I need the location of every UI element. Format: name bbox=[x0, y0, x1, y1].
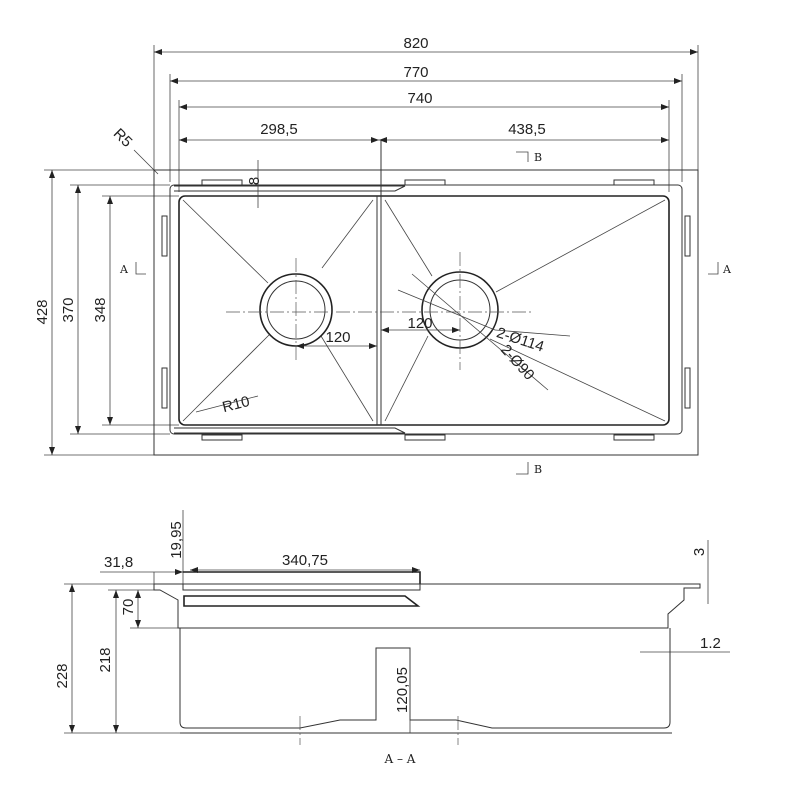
dim-total-height: 228 bbox=[54, 663, 71, 688]
section-top-flange bbox=[153, 583, 701, 629]
dim-divider-height: 120,05 bbox=[394, 667, 411, 713]
section-mark-b-top: B bbox=[534, 151, 542, 164]
section-arrow-b-bottom bbox=[516, 462, 529, 475]
section-label: A – A bbox=[384, 752, 416, 766]
dim-r10: R10 bbox=[221, 393, 252, 416]
dim-shelf-length: 340,75 bbox=[282, 552, 328, 569]
dim-lip-height: 3 bbox=[691, 548, 708, 556]
section-view: 31,8 340,75 19,95 3 1.2 228 218 70 120,0… bbox=[54, 510, 730, 766]
left-bowl-slopes bbox=[182, 199, 374, 422]
dim-outer-width: 770 bbox=[403, 64, 428, 81]
r10-leader bbox=[195, 395, 259, 413]
top-ledge bbox=[174, 185, 406, 192]
section-arrow-a-left bbox=[135, 262, 146, 275]
section-arrow-b-top bbox=[516, 151, 529, 162]
dim-ledge-depth: 70 bbox=[120, 599, 137, 616]
dim-bowl-height: 218 bbox=[97, 647, 114, 672]
dim-r5: R5 bbox=[110, 125, 136, 151]
dim-outer-depth: 370 bbox=[60, 297, 77, 322]
drain-outer-leader-tail bbox=[494, 329, 571, 337]
section-shelf-rail bbox=[182, 583, 421, 591]
section-arrow-a-right bbox=[708, 262, 719, 275]
dim-right-drain-offset: 120 bbox=[407, 315, 432, 332]
dim-left-bowl-width: 298,5 bbox=[260, 121, 298, 138]
dim-right-bowl-width: 438,5 bbox=[508, 121, 546, 138]
right-bowl-slopes bbox=[384, 199, 666, 422]
bottom-ledge bbox=[174, 427, 406, 434]
dim-overall-depth: 428 bbox=[34, 299, 51, 324]
dim-left-drain-offset: 120 bbox=[325, 329, 350, 346]
section-mark-b-bottom: B bbox=[534, 463, 542, 476]
dim-flange-width: 31,8 bbox=[104, 554, 133, 571]
section-mark-a-right: A bbox=[722, 263, 732, 276]
mounting-clips bbox=[161, 179, 691, 441]
depth-dimensions bbox=[44, 169, 179, 456]
drain-outer-leader bbox=[397, 289, 496, 331]
section-shelf bbox=[183, 571, 421, 607]
width-dimensions bbox=[153, 45, 699, 192]
dim-ledge-height: 8 bbox=[246, 177, 263, 185]
drain-inner-leader bbox=[411, 273, 549, 391]
sink-inner-basin bbox=[178, 195, 670, 426]
section-bowl-body bbox=[179, 628, 671, 729]
dim-wall-thickness: 1.2 bbox=[700, 635, 721, 652]
dim-overall-width: 820 bbox=[403, 35, 428, 52]
section-mark-a-left: A bbox=[119, 263, 129, 276]
dim-inner-width: 740 bbox=[407, 90, 432, 107]
sink-flange-outline bbox=[153, 169, 699, 456]
dim-inner-depth: 348 bbox=[92, 297, 109, 322]
dim-accessory-height: 19,95 bbox=[168, 521, 185, 559]
plan-view: 820 770 740 298,5 438,5 R5 428 370 348 A… bbox=[34, 35, 732, 476]
